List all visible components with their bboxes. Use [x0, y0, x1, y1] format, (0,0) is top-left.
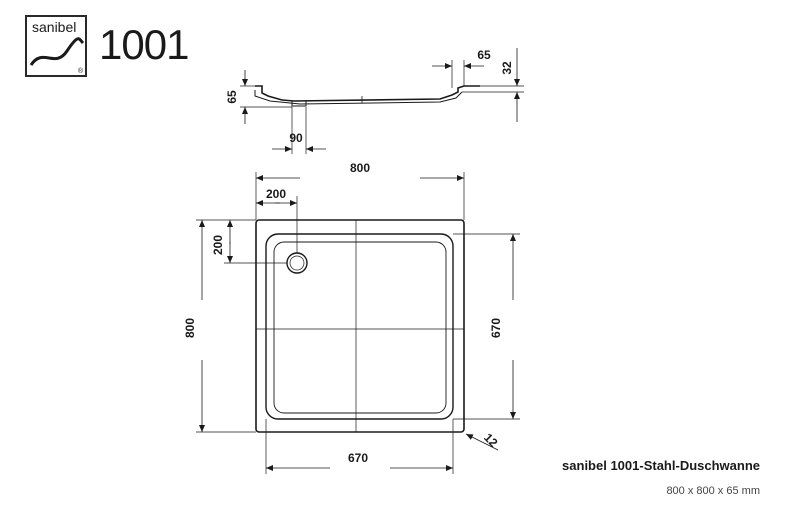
brand-logo: sanibel ® [25, 15, 87, 77]
dim-drain-x: 200 [266, 187, 286, 201]
tray-profile-outline [255, 85, 480, 102]
product-title: sanibel 1001-Stahl-Duschwanne [562, 458, 760, 473]
dim-side-rim: 65 [477, 48, 491, 62]
dim-left-height: 800 [183, 318, 197, 338]
dim-top-width: 800 [350, 161, 370, 175]
tray-basin-inner [273, 241, 447, 414]
plan-view [196, 172, 520, 474]
logo-swoosh-icon [29, 37, 85, 66]
dim-side-drain: 90 [289, 131, 303, 145]
dim-bottom-inner: 670 [348, 451, 368, 465]
model-number: 1001 [99, 21, 189, 68]
dim-side-depth: 32 [500, 61, 514, 75]
dim-corner-radius: 12 [481, 430, 501, 450]
tray-basin-outer [265, 233, 454, 420]
dim-side-height: 65 [225, 90, 239, 104]
dim-right-inner: 670 [489, 318, 503, 338]
product-dimensions: 800 x 800 x 65 mm [666, 485, 760, 497]
dim-drain-y: 200 [211, 235, 225, 255]
side-profile-view [240, 48, 524, 154]
logo-registered-mark: ® [77, 68, 83, 75]
tray-outer-edge [255, 219, 465, 433]
logo-brand-text: sanibel [32, 19, 77, 35]
